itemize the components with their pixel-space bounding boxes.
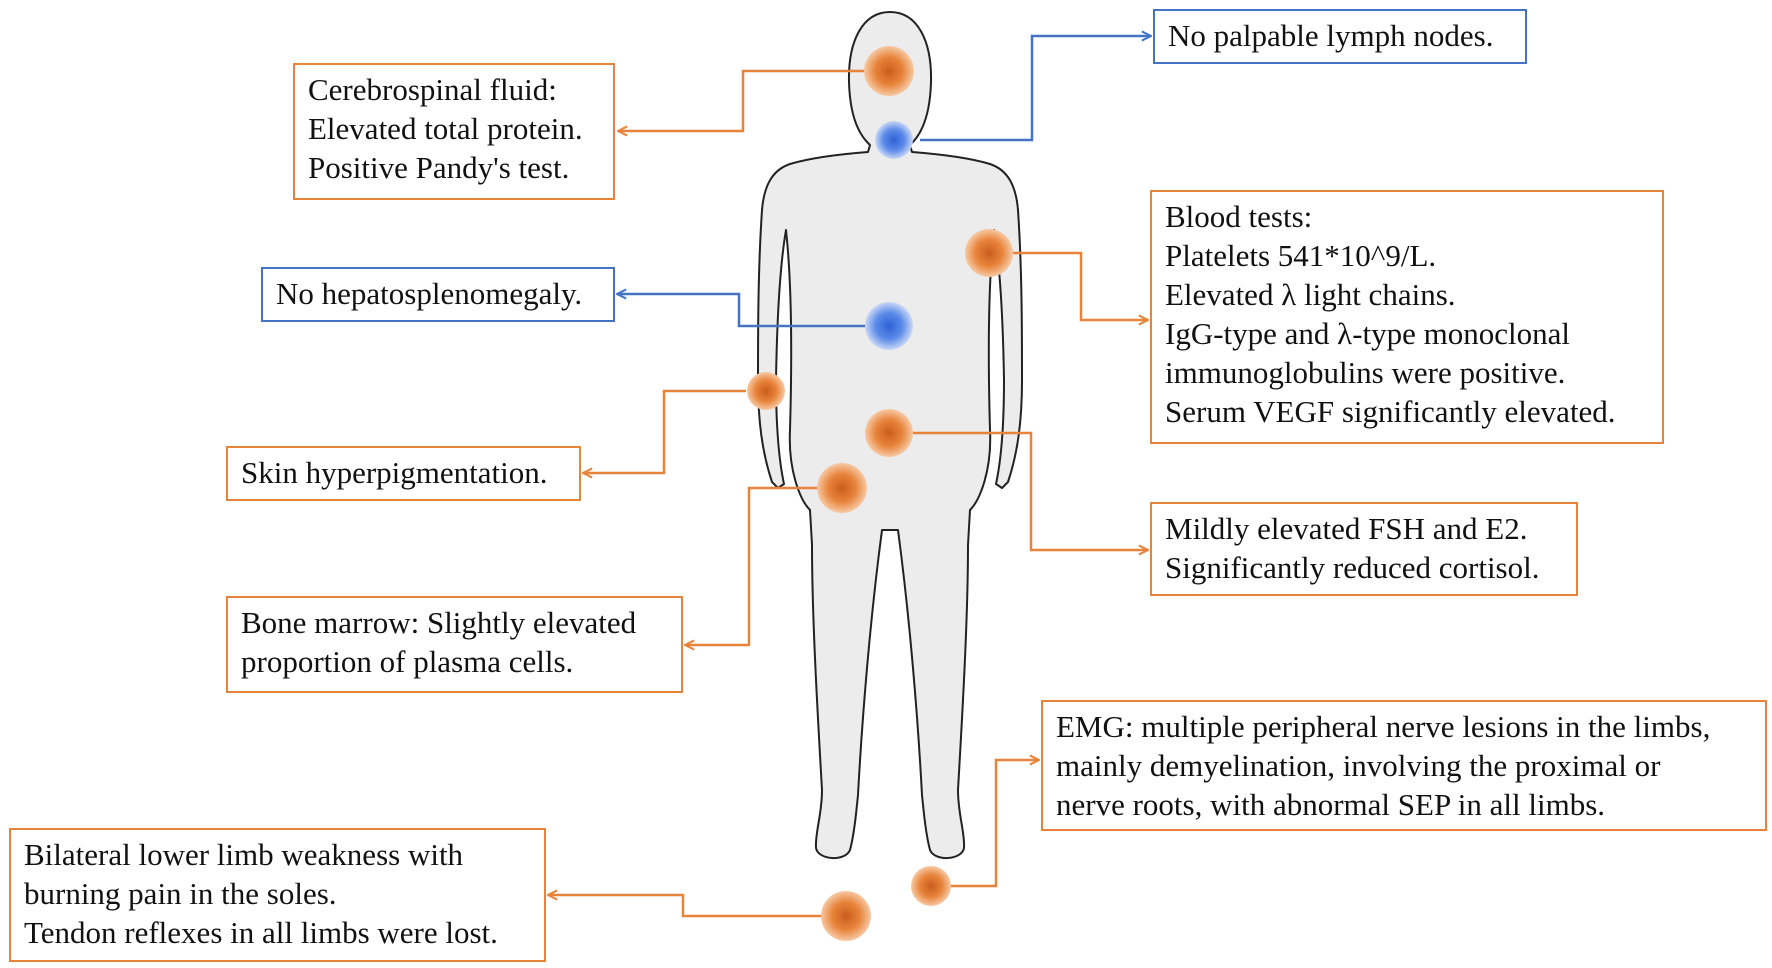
finding-blood-line: Elevated λ light chains. — [1165, 277, 1456, 312]
marker-pelvis — [865, 409, 913, 457]
finding-blood-line: Platelets 541*10^9/L. — [1165, 238, 1437, 273]
finding-skin: Skin hyperpigmentation. — [226, 446, 581, 501]
marker-head — [864, 46, 914, 96]
finding-hormone-line: Significantly reduced cortisol. — [1165, 550, 1540, 585]
connector-marrow — [685, 486, 819, 645]
connector-limb — [548, 895, 824, 918]
finding-marrow-line: Bone marrow: Slightly elevated — [241, 605, 637, 640]
connector-blood — [1012, 251, 1148, 320]
finding-marrow-line: proportion of plasma cells. — [241, 644, 574, 679]
finding-csf: Cerebrospinal fluid: Elevated total prot… — [293, 63, 615, 200]
finding-emg-line: EMG: multiple peripheral nerve lesions i… — [1056, 709, 1711, 744]
finding-liver: No hepatosplenomegaly. — [261, 267, 615, 322]
connector-emg — [951, 760, 1039, 888]
finding-skin-line: Skin hyperpigmentation. — [241, 455, 548, 490]
finding-emg: EMG: multiple peripheral nerve lesions i… — [1041, 700, 1767, 831]
finding-lymph: No palpable lymph nodes. — [1153, 9, 1527, 64]
finding-emg-line: mainly demyelination, involving the prox… — [1056, 748, 1661, 783]
finding-emg-line: nerve roots, with abnormal SEP in all li… — [1056, 787, 1606, 822]
finding-liver-line: No hepatosplenomegaly. — [276, 276, 583, 311]
finding-blood: Blood tests: Platelets 541*10^9/L. Eleva… — [1150, 190, 1664, 444]
finding-limb: Bilateral lower limb weakness with burni… — [9, 828, 546, 962]
finding-hormone: Mildly elevated FSH and E2. Significantl… — [1150, 502, 1578, 596]
finding-csf-line: Elevated total protein. — [308, 111, 583, 146]
marker-abdomen — [865, 302, 913, 350]
connector-skin — [583, 389, 746, 473]
finding-csf-line: Positive Pandy's test. — [308, 150, 570, 185]
marker-shoulder — [965, 229, 1013, 277]
connector-hormone — [910, 431, 1148, 550]
finding-limb-line: burning pain in the soles. — [24, 876, 337, 911]
finding-lymph-line: No palpable lymph nodes. — [1168, 18, 1494, 53]
marker-arm — [747, 372, 785, 410]
marker-right-ankle — [911, 866, 951, 906]
finding-blood-line: Serum VEGF significantly elevated. — [1165, 394, 1616, 429]
finding-csf-line: Cerebrospinal fluid: — [308, 72, 557, 107]
finding-limb-line: Tendon reflexes in all limbs were lost. — [24, 915, 498, 950]
finding-marrow: Bone marrow: Slightly elevated proportio… — [226, 596, 683, 693]
finding-blood-line: IgG-type and λ-type monoclonal — [1165, 316, 1570, 351]
finding-blood-line: Blood tests: — [1165, 199, 1313, 234]
marker-hip — [817, 463, 867, 513]
finding-blood-line: immunoglobulins were positive. — [1165, 355, 1566, 390]
finding-hormone-line: Mildly elevated FSH and E2. — [1165, 511, 1528, 546]
connector-lymph — [920, 36, 1151, 142]
connector-csf — [618, 69, 876, 131]
finding-limb-line: Bilateral lower limb weakness with — [24, 837, 464, 872]
marker-neck — [875, 121, 913, 159]
connector-liver — [617, 294, 866, 328]
marker-left-foot — [821, 891, 871, 941]
